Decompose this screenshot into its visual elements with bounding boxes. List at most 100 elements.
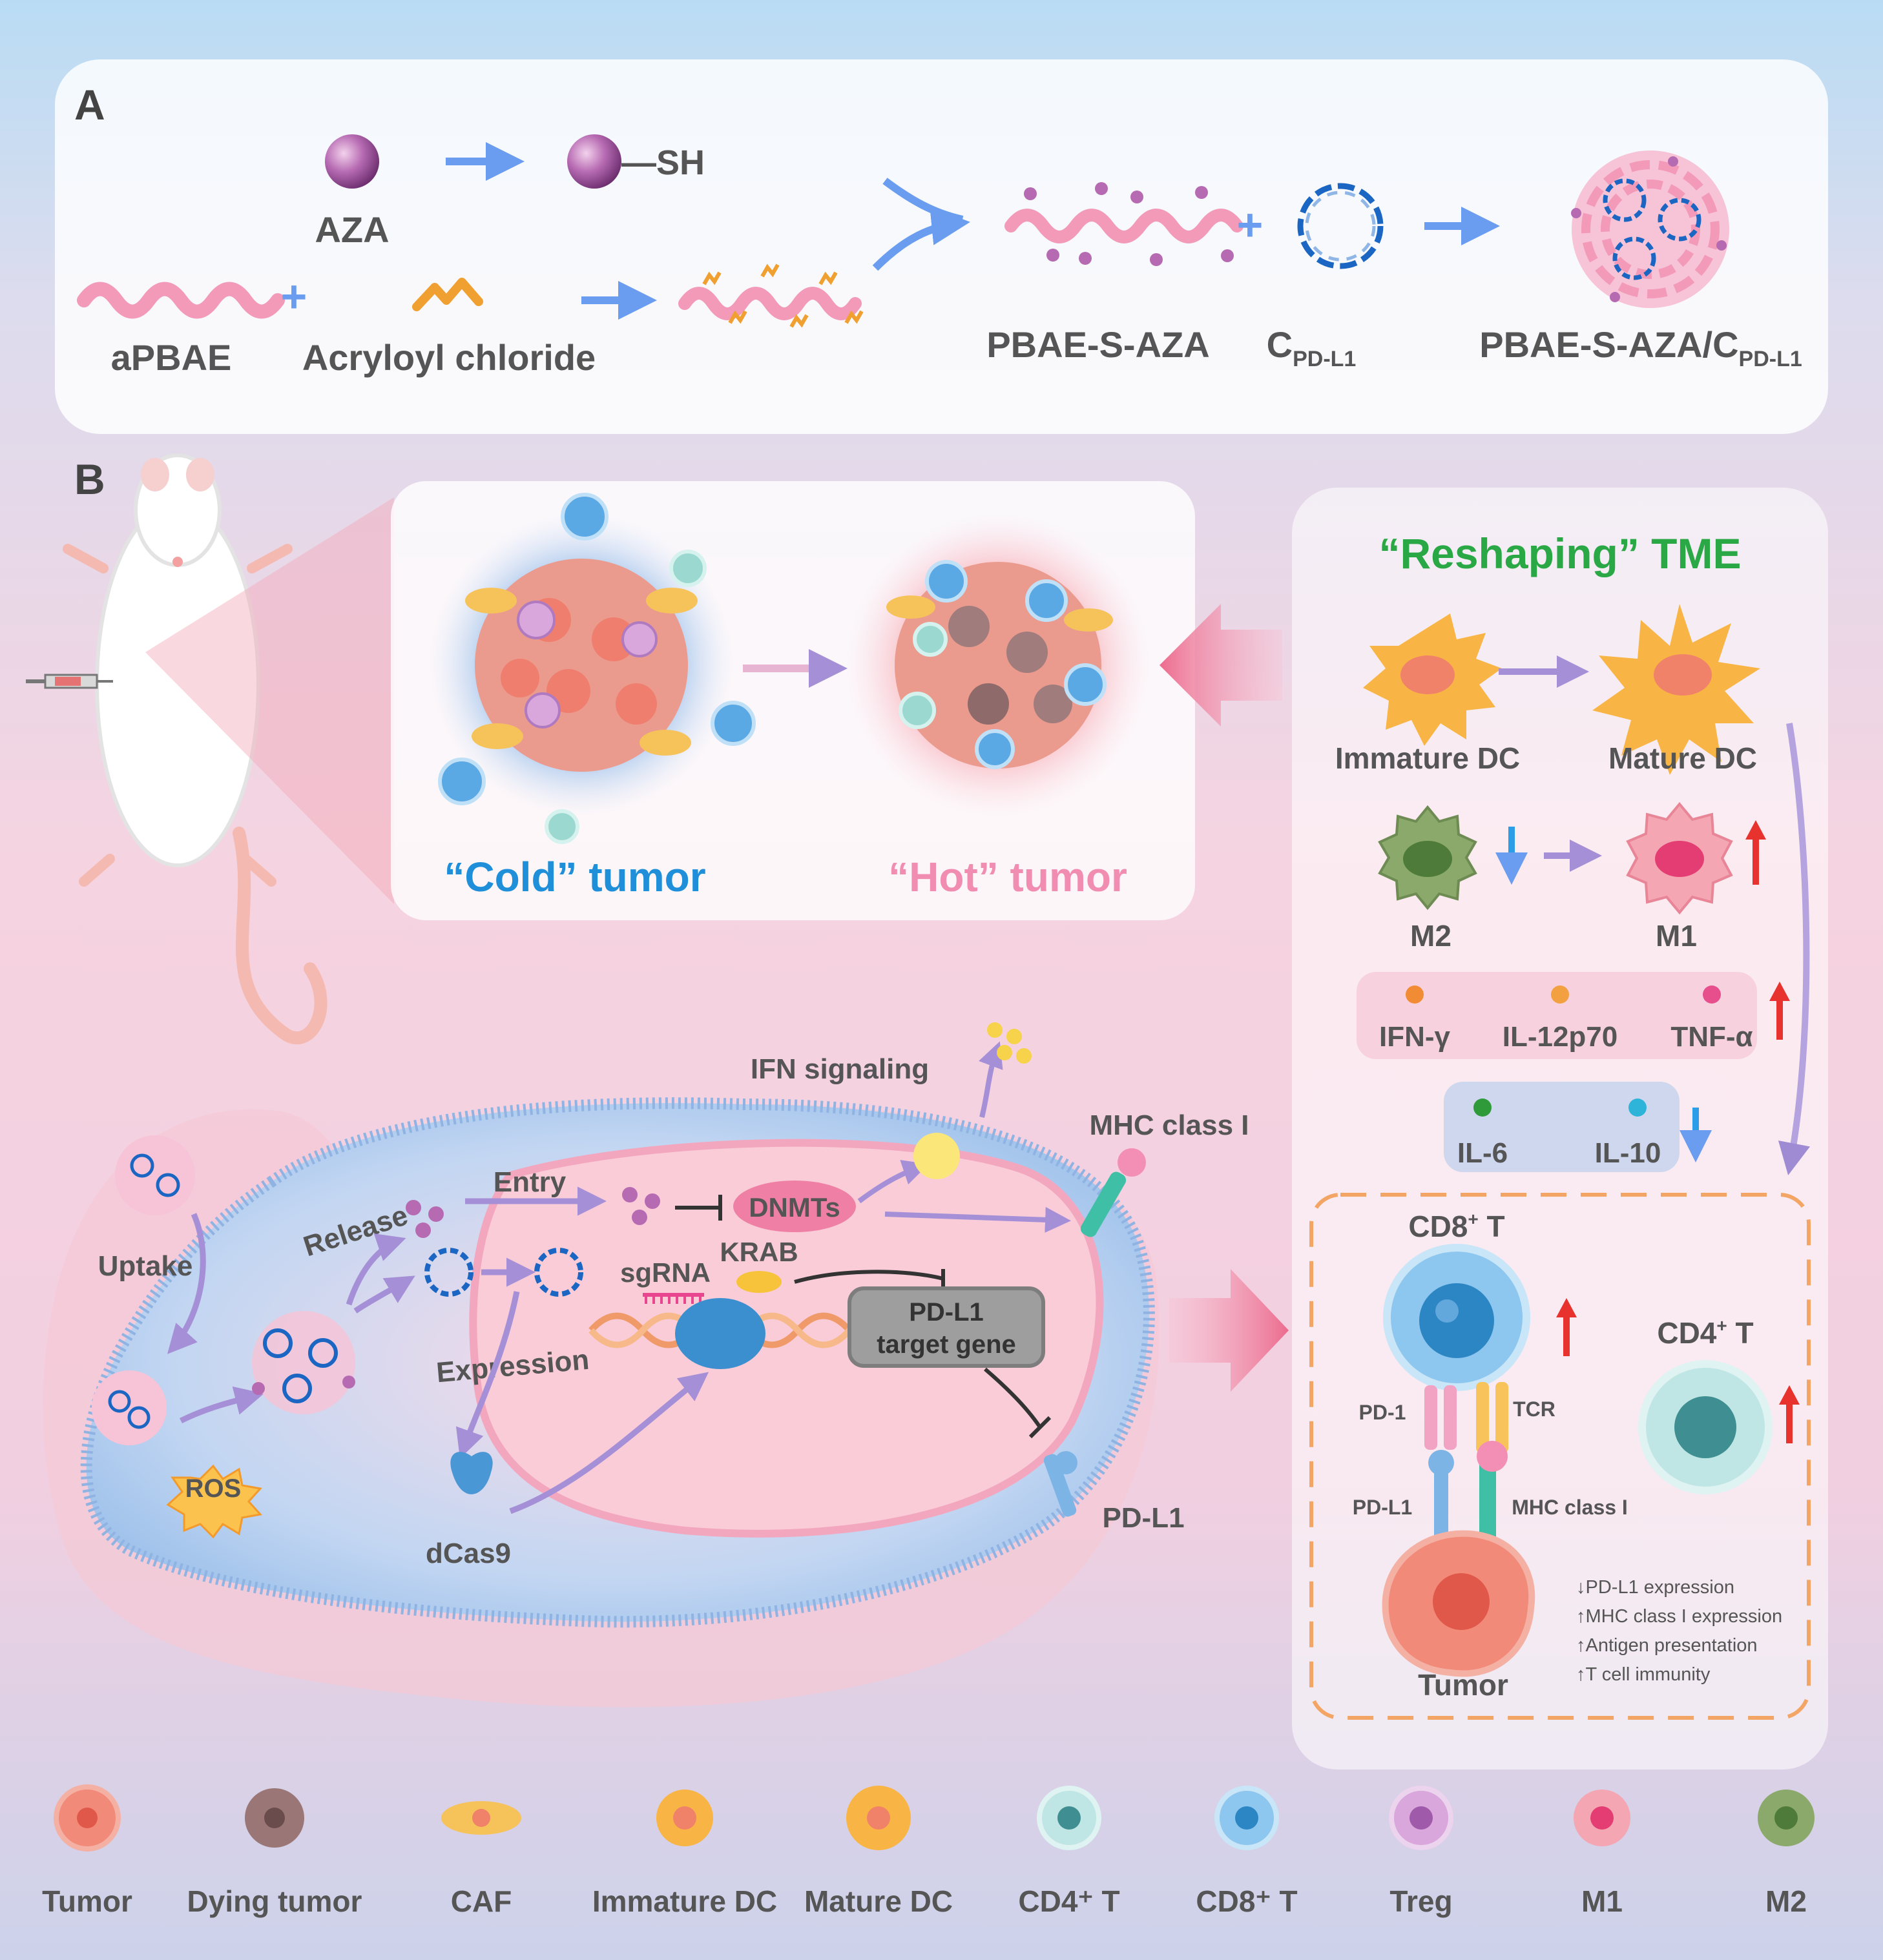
pdl1-label: PD-L1: [1353, 1496, 1412, 1519]
dcas9-protein-icon: [450, 1452, 493, 1494]
dnmts-enzyme-icon: [733, 1181, 856, 1232]
m1-macrophage-icon: [1626, 801, 1733, 915]
acrylate-groups-icon: [702, 263, 864, 328]
mature-dc-label: Mature DC: [1608, 741, 1757, 775]
legend-m1-label: M1: [1581, 1884, 1623, 1918]
cytokine-il6: IL-6: [1457, 1137, 1508, 1169]
effect-antigen: ↑Antigen presentation: [1576, 1635, 1758, 1656]
legend-mature-dc-label: Mature DC: [804, 1884, 953, 1918]
mhc-class-label: MHC class I: [1090, 1109, 1249, 1141]
ros-burst-icon: [166, 1464, 262, 1539]
cd4-up-arrow-head-icon: [1779, 1385, 1800, 1405]
effect-mhc: ↑MHC class I expression: [1576, 1606, 1782, 1627]
dnmts-label: DNMTs: [749, 1192, 840, 1222]
uptake-label: Uptake: [98, 1250, 193, 1282]
pdl1-repress-icon: [984, 1367, 1052, 1439]
cell-to-tme-arrow: [1169, 1269, 1289, 1392]
entry-label: Entry: [494, 1166, 567, 1198]
endocytosed-nanoparticle-icon: [92, 1370, 167, 1445]
sh-label: —SH: [621, 143, 705, 182]
expression-arrow: [455, 1291, 520, 1459]
aza-inhibits-dnmt-icon: [675, 1195, 722, 1221]
legend-immature-dc-nucleus-icon: [673, 1806, 696, 1830]
legend-immature-dc-label: Immature DC: [592, 1884, 777, 1918]
legend-tumor-label: Tumor: [42, 1884, 132, 1918]
legend-treg-nucleus-icon: [1410, 1806, 1433, 1830]
pd1-label: PD-1: [1359, 1401, 1406, 1424]
ifn-vesicle-icon: [913, 1133, 960, 1179]
ros-label: ROS: [185, 1474, 242, 1503]
pbae-s-aza-polymer-icon: [1004, 209, 1243, 243]
dnmt-to-mhc-arrow: [884, 1206, 1071, 1233]
pbae-s-aza-label: PBAE-S-AZA: [986, 324, 1209, 365]
sgrna-strand-icon: [643, 1293, 704, 1304]
cytokines-up-box: [1357, 972, 1757, 1059]
plus-sign-2-icon: +: [1237, 200, 1264, 250]
cd8-t-cell-icon: [1383, 1244, 1530, 1391]
m1-label: M1: [1656, 919, 1697, 953]
il10-dot-icon: [1628, 1099, 1647, 1117]
legend-tumor-nucleus-icon: [77, 1808, 98, 1828]
m2-label: M2: [1410, 919, 1451, 953]
cytokine-tnf-alpha: TNF-α: [1670, 1021, 1753, 1053]
arrow-converge-upper: [882, 178, 964, 223]
panel-b-letter: B: [74, 455, 105, 503]
dcas9-nucleus-arrow: [509, 1372, 709, 1514]
tumor-comparison-box: “Cold” tumor “Hot” tumor: [391, 481, 1195, 920]
cd8-up-arrow-head-icon: [1556, 1298, 1577, 1317]
aza-molecule-icon: [325, 134, 379, 189]
panel-a-letter: A: [74, 81, 105, 129]
cytokine-ifn-gamma: IFN-γ: [1379, 1021, 1451, 1053]
secreted-ifn-icon: [987, 1022, 1032, 1064]
effect-pdl1: ↓PD-L1 expression: [1576, 1577, 1734, 1598]
apbae-label: aPBAE: [111, 337, 232, 378]
pdl1-membrane-label: PD-L1: [1102, 1502, 1184, 1534]
cold-tumor-label: “Cold” tumor: [444, 854, 705, 900]
legend-mature-dc-nucleus-icon: [867, 1806, 890, 1830]
legend-cd8-t-nucleus-icon: [1235, 1806, 1258, 1830]
nuclear-plasmid-icon: [534, 1248, 583, 1297]
mhc-class-i-icon: [1477, 1441, 1508, 1547]
pd1-receptor-icon: [1424, 1385, 1457, 1450]
cd4-label: CD4+ T: [1657, 1315, 1753, 1350]
nuclear-aza-icon: [622, 1187, 660, 1225]
ifn-gamma-dot-icon: [1406, 985, 1424, 1004]
cytokine-il10: IL-10: [1595, 1137, 1661, 1169]
acryloyl-label: Acryloyl chloride: [302, 337, 596, 378]
tme-title: “Reshaping” TME: [1378, 530, 1741, 577]
tme-box: “Reshaping” TME Immature DC Mature DC M2…: [1292, 488, 1828, 1769]
release-aza-arrow: [346, 1233, 406, 1306]
cytokine-il12p70: IL-12p70: [1503, 1021, 1618, 1053]
target-gene-line2: target gene: [877, 1330, 1016, 1359]
mhc-class-i-label: MHC class I: [1512, 1496, 1628, 1519]
free-aza-icon: [406, 1200, 444, 1238]
krab-repress-icon: [794, 1269, 945, 1288]
mouse-illustration: [26, 453, 328, 1044]
legend-caf-label: CAF: [451, 1884, 512, 1918]
extracellular-nanoparticle-icon: [115, 1135, 195, 1215]
cell-diagram: Uptake ROS Release Entry: [43, 1022, 1249, 1707]
mouse-nose: [172, 557, 183, 567]
target-gene-line1: PD-L1: [909, 1298, 984, 1326]
uptake-arrow: [167, 1213, 206, 1354]
plasmid-cpdl1-icon: [1297, 183, 1384, 269]
sgrna-label: sgRNA: [620, 1257, 711, 1288]
legend-m2-nucleus-icon: [1774, 1806, 1798, 1830]
m2-macrophage-icon: [1378, 805, 1477, 911]
mouse-ear-left: [141, 458, 169, 491]
pbae-nanoparticle-icon: [1571, 150, 1729, 308]
plus-sign-icon: +: [281, 271, 307, 322]
tcr-label: TCR: [1513, 1398, 1555, 1421]
tumor-cell-icon: [1382, 1530, 1535, 1677]
aza-thiol-molecule-icon: [567, 134, 621, 189]
zoom-cone: [145, 497, 394, 904]
immature-dc-label: Immature DC: [1335, 741, 1520, 775]
mhc-membrane-icon: [1080, 1148, 1146, 1237]
effect-t-cell: ↑T cell immunity: [1576, 1664, 1711, 1685]
hot-tumor-cells: [886, 560, 1113, 769]
il12-dot-icon: [1551, 985, 1569, 1004]
cytokines-up-arrow-head-icon: [1769, 982, 1790, 1001]
